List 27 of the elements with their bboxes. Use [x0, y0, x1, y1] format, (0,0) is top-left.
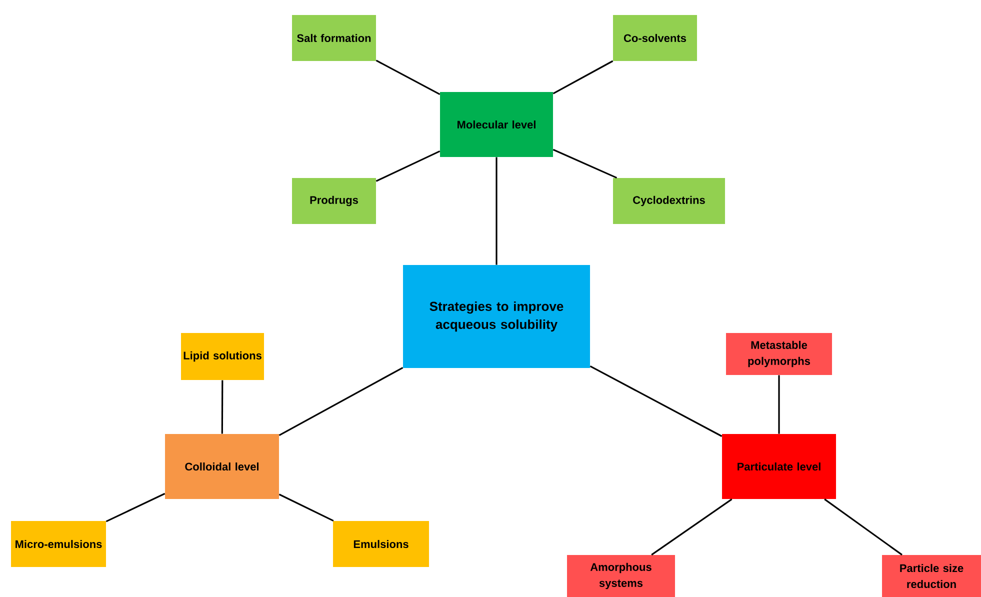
connector-line — [376, 150, 440, 182]
strategy-box: Particle size reduction — [882, 555, 981, 597]
strategy-box: Micro-emulsions — [11, 521, 106, 567]
strategy-box: Lipid solutions — [181, 333, 264, 380]
connector-line — [221, 380, 224, 434]
connector-line — [376, 60, 440, 96]
strategy-box: Salt formation — [292, 15, 376, 61]
connector-line — [824, 498, 902, 556]
connector-line — [651, 498, 732, 556]
connector-line — [778, 375, 780, 434]
strategy-box: Co-solvents — [613, 15, 698, 61]
category-box: Particulate level — [722, 434, 836, 499]
strategy-box: Cyclodextrins — [613, 178, 725, 224]
strategy-box: Metastable polymorphs — [726, 333, 832, 375]
strategy-box: Emulsions — [333, 521, 429, 567]
connector-line — [552, 60, 614, 94]
category-box: Molecular level — [440, 92, 553, 157]
connector-line — [552, 148, 618, 179]
strategy-box: Prodrugs — [292, 178, 376, 224]
strategy-box: Amorphous systems — [567, 555, 675, 597]
connector-line — [278, 366, 404, 436]
connector-line — [590, 365, 722, 437]
category-box: Colloidal level — [165, 434, 279, 499]
connector-line — [278, 494, 334, 522]
connector-line — [106, 492, 166, 522]
central-box: Strategies to improve acqueous solubility — [403, 265, 590, 368]
connector-line — [496, 157, 498, 265]
